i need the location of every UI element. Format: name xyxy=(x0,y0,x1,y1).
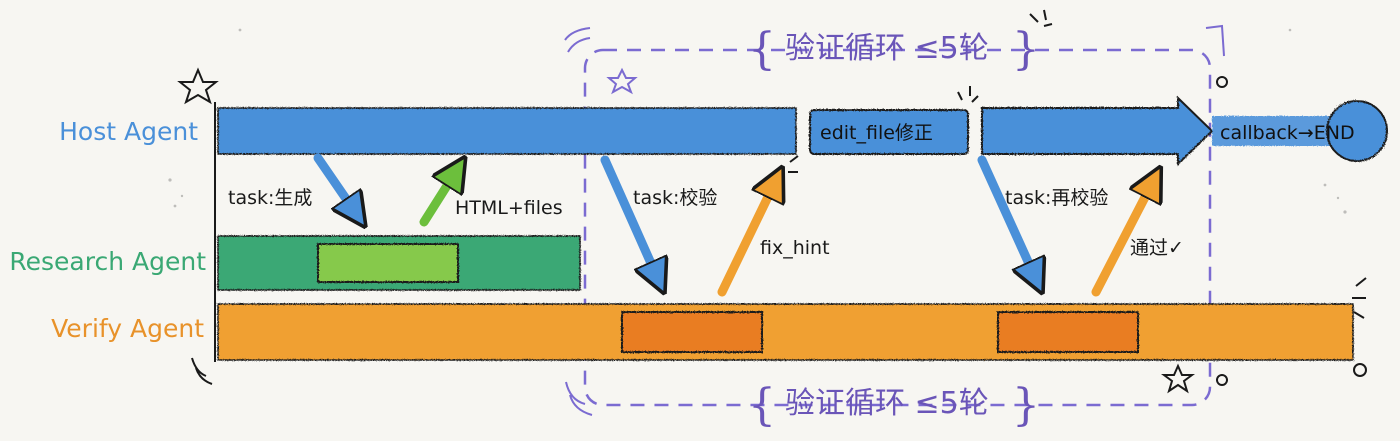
msg-passed: 通过✓ xyxy=(1130,237,1184,259)
arrow-task-reverify xyxy=(977,155,1040,288)
loop-corner-mark xyxy=(564,27,591,53)
msg-task-generate: task:生成 xyxy=(228,187,312,209)
star-icon xyxy=(1161,363,1195,394)
brace-left: { xyxy=(748,24,776,75)
host-arrow-segment xyxy=(981,95,1214,167)
verify-lane xyxy=(217,303,1354,361)
speckles xyxy=(168,28,1347,214)
arrow-fix-hint xyxy=(717,172,780,297)
sparkle-icon xyxy=(191,357,213,385)
verify-active-block-1 xyxy=(621,311,763,353)
loop-title-top: 验证循环 ≤5轮 xyxy=(785,31,989,66)
host-end-node xyxy=(1326,100,1388,162)
star-icon xyxy=(606,67,638,95)
msg-task-reverify: task:再校验 xyxy=(1005,187,1108,209)
sparkle-icon xyxy=(788,155,799,173)
arrow-task-verify xyxy=(600,155,662,288)
research-lane xyxy=(217,235,581,291)
msg-task-verify: task:校验 xyxy=(633,187,717,209)
star-icon xyxy=(177,67,219,105)
host-end-tail xyxy=(1212,116,1342,146)
research-active-block xyxy=(317,243,459,283)
loop-corner-mark xyxy=(1205,24,1225,57)
verify-active-block-2 xyxy=(997,311,1139,353)
host-lane xyxy=(217,95,1388,167)
lane-label-host: Host Agent xyxy=(59,117,198,146)
circle-icon xyxy=(1353,363,1367,377)
brace-right: } xyxy=(1012,24,1040,75)
msg-fix-hint: fix_hint xyxy=(760,237,830,259)
loop-corner-mark xyxy=(565,381,593,416)
lane-label-verify: Verify Agent xyxy=(51,314,204,343)
sparkle-icon xyxy=(957,86,979,103)
brace-left: { xyxy=(748,380,776,431)
arrow-html-files xyxy=(419,162,462,227)
loop-title-bottom: 验证循环 ≤5轮 xyxy=(785,386,989,421)
circle-icon xyxy=(1216,76,1228,88)
brace-right: } xyxy=(1012,380,1040,431)
sparkle-icon xyxy=(1352,277,1367,319)
arrow-task-generate xyxy=(313,153,362,222)
msg-html-files: HTML+files xyxy=(455,197,563,219)
sparkle-icon xyxy=(1029,9,1053,27)
host-edit-box xyxy=(809,109,969,155)
arrow-passed xyxy=(1091,172,1158,297)
lane-label-research: Research Agent xyxy=(9,247,206,276)
verify-bar xyxy=(217,303,1354,361)
host-edit-box-label: edit_file修正 xyxy=(820,122,933,144)
host-end-label: callback→END xyxy=(1220,122,1355,144)
circle-icon xyxy=(1216,374,1228,386)
host-bar-segment-1 xyxy=(217,107,797,155)
verification-loop-frame xyxy=(583,48,1212,407)
